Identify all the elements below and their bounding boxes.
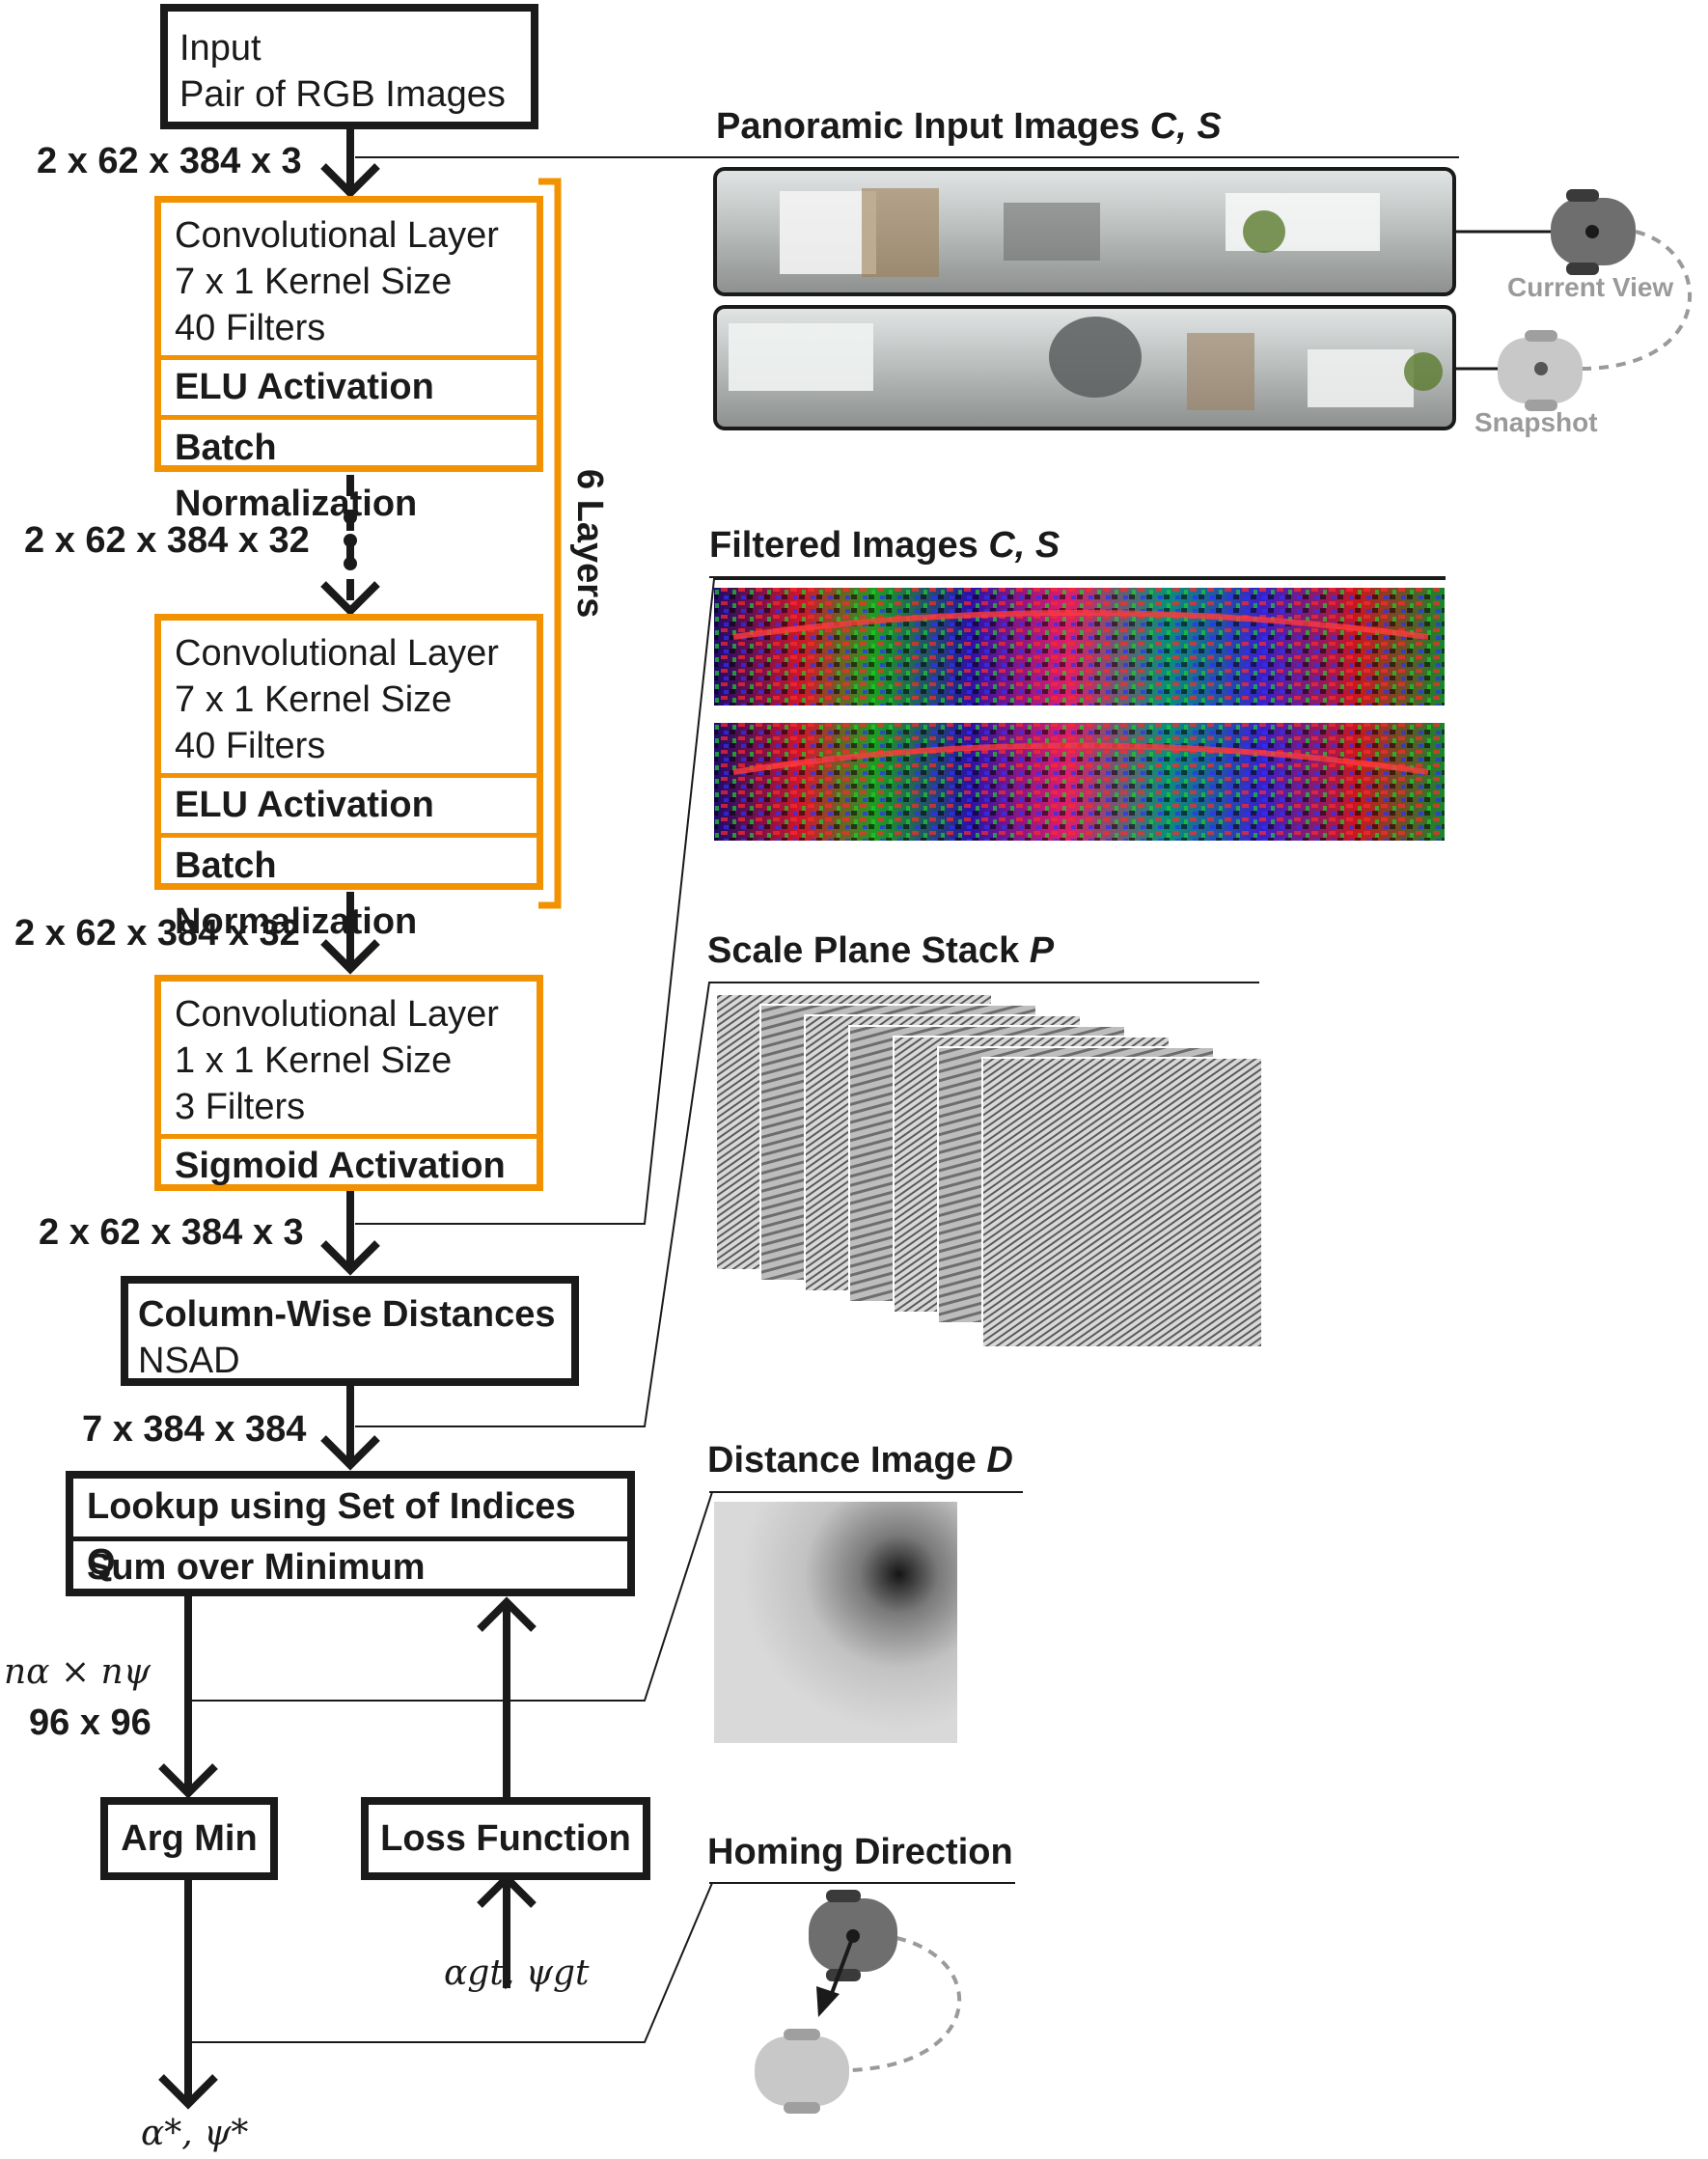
conv2-normalization: Batch Normalization	[161, 833, 537, 950]
scale-plane-stack	[715, 993, 1263, 1348]
dim-label-6a: nα × nψ	[4, 1652, 151, 1692]
dim-label-6b: 96 x 96	[29, 1702, 152, 1743]
lookup-row1: Lookup using Set of Indices Q	[87, 1486, 576, 1583]
output-label: α*, ψ*	[141, 2114, 249, 2153]
conv3-kernel: 1 x 1 Kernel Size	[175, 1040, 453, 1081]
dim-label-4: 2 x 62 x 384 x 3	[39, 1212, 304, 1253]
homing-title: Homing Direction	[707, 1832, 1013, 1872]
distances-box: Column-Wise Distances NSAD	[121, 1276, 579, 1386]
conv-block-1: Convolutional Layer 7 x 1 Kernel Size 40…	[154, 196, 543, 524]
layers-bracket	[538, 178, 562, 909]
argmin-box: Arg Min	[100, 1797, 278, 1880]
ground-truth-label: αgt, ψgt	[444, 1953, 590, 1993]
panoramic-title: Panoramic Input Images C, S	[716, 106, 1222, 147]
arrowhead-3	[320, 939, 380, 975]
loss-box: Loss Function	[361, 1797, 650, 1880]
panoramic-images	[713, 167, 1456, 430]
dim-label-3: 2 x 62 x 384 x 32	[14, 913, 300, 954]
connector-homing	[188, 1882, 1015, 2043]
conv1-filters: 40 Filters	[175, 308, 326, 348]
conv1-kernel: 7 x 1 Kernel Size	[175, 262, 453, 302]
conv2-title: Convolutional Layer	[175, 633, 499, 674]
conv1-normalization: Batch Normalization	[161, 415, 537, 532]
dim-label-2: 2 x 62 x 384 x 32	[24, 520, 310, 561]
current-view-label: Current View	[1507, 272, 1674, 302]
conv3-activation: Sigmoid Activation	[161, 1134, 537, 1193]
connector-filtered	[355, 578, 1446, 1225]
dashed-path-homing	[848, 1936, 962, 2072]
distance-vars: D	[986, 1440, 1013, 1481]
arrowhead-5	[320, 1435, 380, 1471]
snapshot-label: Snapshot	[1474, 407, 1598, 437]
arrowhead-2	[320, 581, 380, 617]
loss-label: Loss Function	[380, 1818, 631, 1859]
conv1-title: Convolutional Layer	[175, 215, 499, 256]
homing-arrowhead	[816, 1986, 840, 2017]
distance-image	[714, 1502, 957, 1743]
arrowhead-1	[320, 163, 380, 199]
dim-label-1: 2 x 62 x 384 x 3	[37, 141, 302, 181]
conv-block-2: Convolutional Layer 7 x 1 Kernel Size 40…	[154, 614, 543, 942]
filtered-title: Filtered Images C, S	[709, 525, 1061, 566]
layers-bracket-label: 6 Layers	[569, 469, 610, 619]
arrowhead-4	[320, 1240, 380, 1276]
input-box: Input Pair of RGB Images	[160, 4, 538, 129]
robot-snapshot	[1454, 330, 1583, 411]
conv2-activation: ELU Activation	[161, 773, 537, 833]
argmin-label: Arg Min	[121, 1818, 258, 1859]
arrowhead-9	[158, 2074, 218, 2110]
filtered-vars: C, S	[988, 525, 1061, 566]
filtered-images	[714, 588, 1445, 841]
conv3-title: Convolutional Layer	[175, 994, 499, 1035]
distances-title: Column-Wise Distances	[138, 1294, 556, 1335]
conv2-filters: 40 Filters	[175, 726, 326, 766]
conv1-activation: ELU Activation	[161, 355, 537, 415]
robot-homing-snapshot	[755, 2029, 849, 2114]
arrowhead-6	[158, 1763, 218, 1799]
stack-title: Scale Plane Stack P	[707, 930, 1055, 971]
dim-label-5: 7 x 384 x 384	[82, 1409, 307, 1450]
arrowhead-7	[477, 1596, 537, 1632]
panoramic-vars: C, S	[1149, 106, 1222, 147]
lookup-box: Lookup using Set of Indices Q Sum over M…	[66, 1471, 635, 1596]
robot-homing-current	[809, 1890, 897, 1981]
lookup-row2: Sum over Minimum	[73, 1536, 627, 1593]
distances-sub: NSAD	[138, 1341, 240, 1381]
input-subtitle: Pair of RGB Images	[179, 74, 506, 115]
conv3-filters: 3 Filters	[175, 1087, 306, 1127]
conv2-kernel: 7 x 1 Kernel Size	[175, 679, 453, 720]
stack-vars: P	[1029, 930, 1055, 971]
robot-current-view	[1454, 189, 1636, 275]
distance-title: Distance Image D	[707, 1440, 1013, 1481]
conv-block-3: Convolutional Layer 1 x 1 Kernel Size 3 …	[154, 975, 543, 1191]
input-title: Input	[179, 28, 262, 69]
